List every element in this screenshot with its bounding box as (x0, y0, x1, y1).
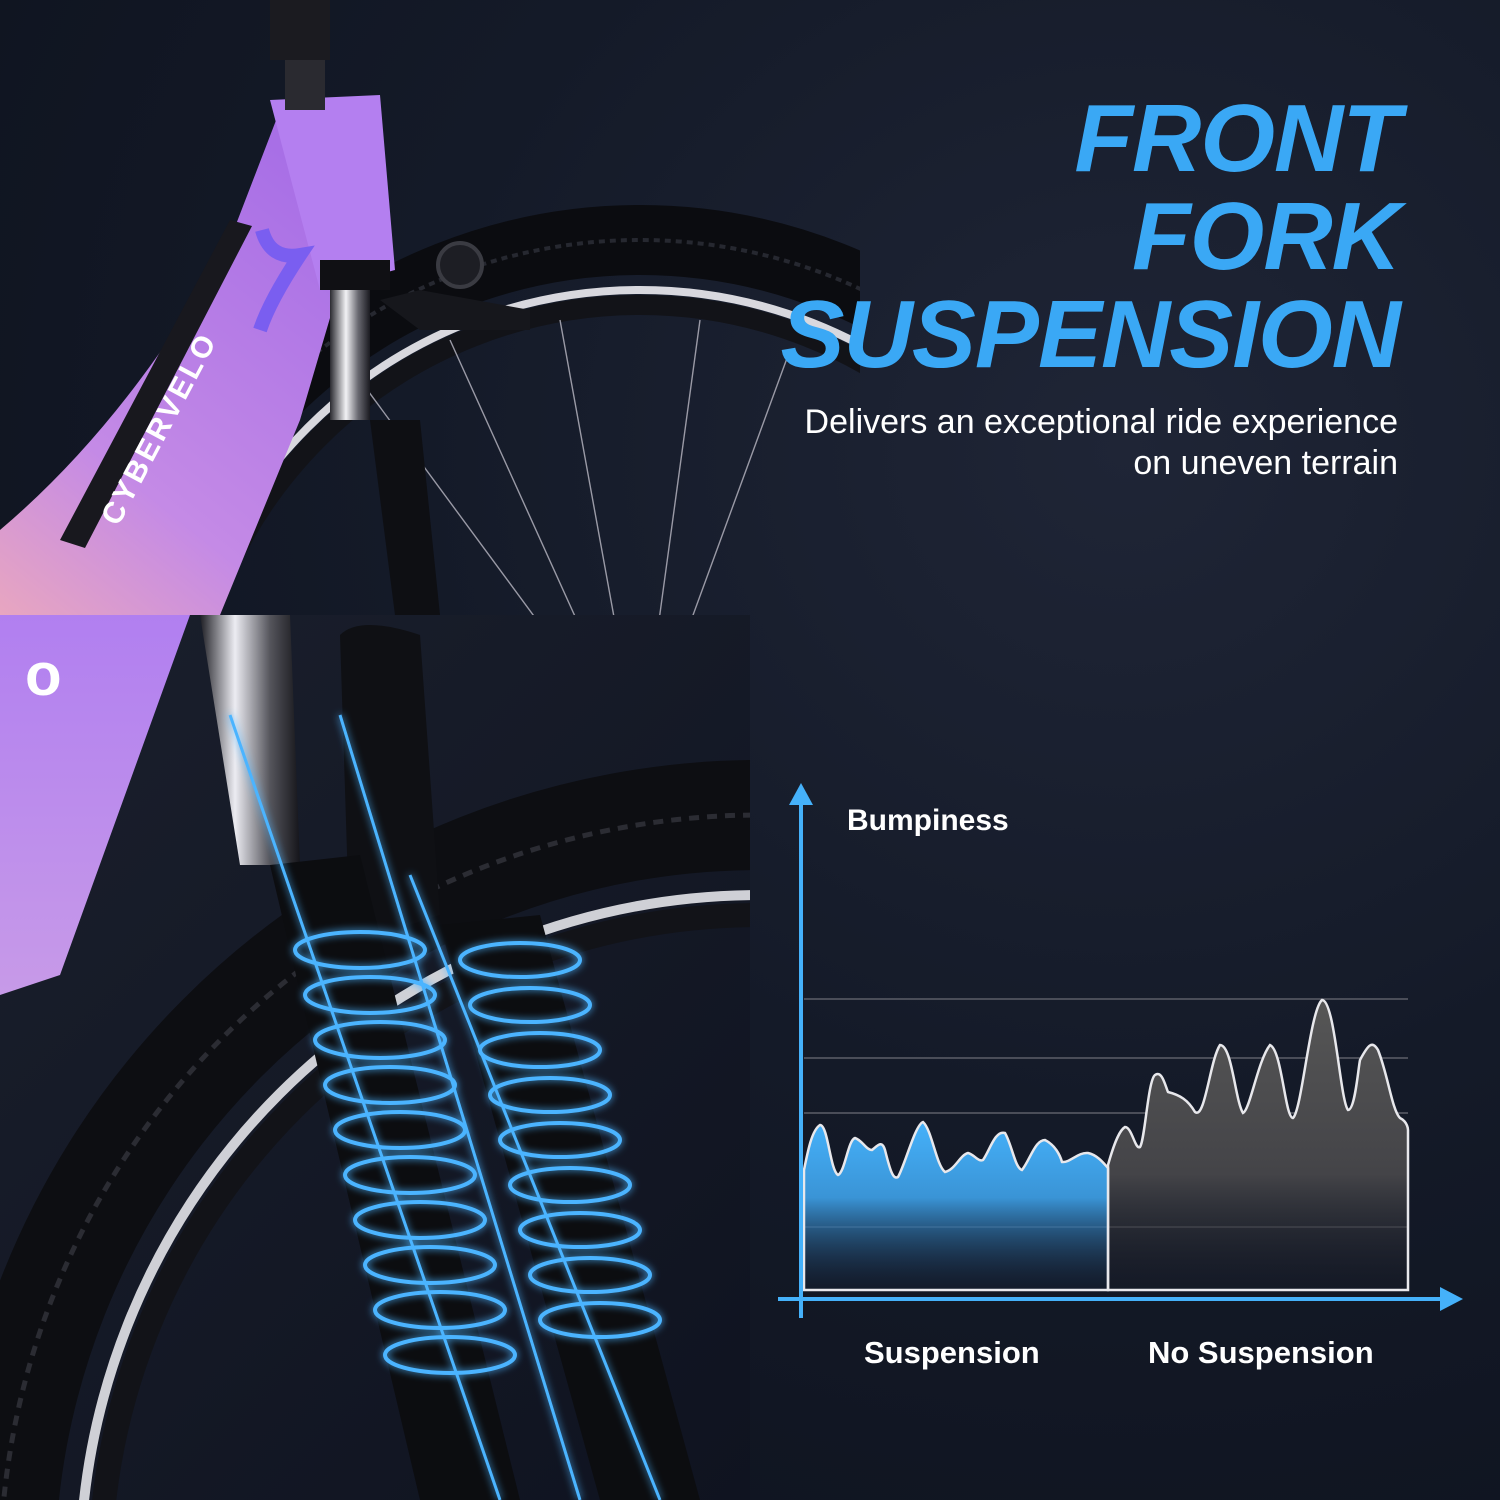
chart-canvas (778, 783, 1463, 1318)
svg-text:o: o (25, 641, 62, 708)
fork-closeup-photo: o (0, 615, 750, 1500)
subheading-line-1: Delivers an exceptional ride experience (804, 403, 1398, 441)
subheading: Delivers an exceptional ride experience … (805, 402, 1398, 484)
headline-line-3: SUSPENSION (780, 281, 1401, 388)
y-axis-label: Bumpiness (847, 804, 1009, 837)
bike-frame-illustration (0, 0, 860, 615)
x-category-suspension: Suspension (864, 1335, 1040, 1370)
no-suspension-area (1106, 998, 1410, 1292)
y-axis (789, 783, 813, 1318)
x-axis-arrow-icon (1440, 1287, 1463, 1311)
x-category-no-suspension: No Suspension (1148, 1335, 1374, 1370)
bumpiness-chart: Bumpiness Suspension No Suspension (770, 780, 1480, 1400)
x-axis (778, 1287, 1463, 1311)
y-axis-arrow-icon (789, 783, 813, 805)
headline-line-1: FRONT (1074, 85, 1401, 192)
subheading-line-2: on uneven terrain (1133, 444, 1398, 482)
headline-line-2: FORK (1132, 183, 1401, 290)
suspension-area (802, 1120, 1110, 1292)
page-title: FRONT FORK SUSPENSION (780, 85, 1401, 388)
bike-front-photo: CYBERVELO (0, 0, 860, 615)
fork-spring-illustration: o (0, 615, 750, 1500)
